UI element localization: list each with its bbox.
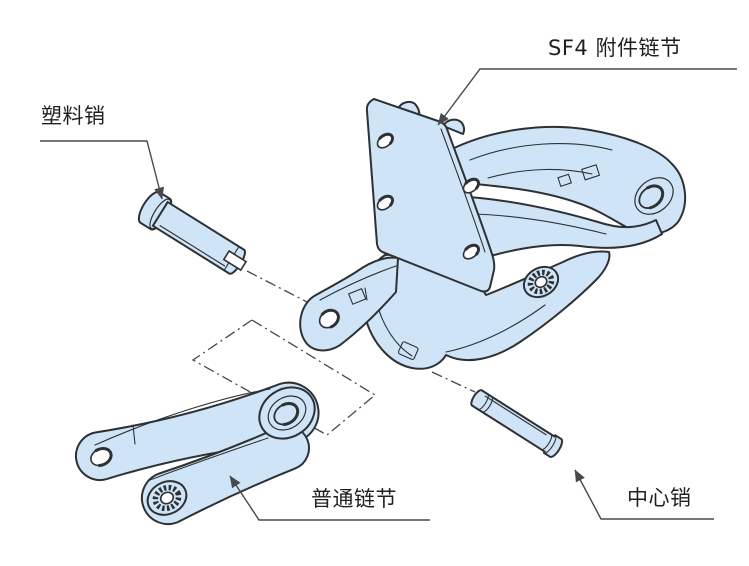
ordinary-link-bushing [146, 480, 188, 516]
arm-contour [469, 143, 613, 161]
pin-end-step [543, 434, 557, 454]
plate-hole-arc [461, 177, 481, 195]
link-notch [397, 341, 419, 360]
left-hole-shadow-arc [89, 446, 113, 468]
link-position-outline [191, 319, 377, 436]
pin-body [470, 389, 564, 458]
ordinary-link-leader-line [229, 475, 430, 521]
left-arm-shadow-arc [318, 308, 340, 330]
plastic-pin-part [137, 190, 248, 275]
plastic-pin-axis-line [246, 270, 310, 304]
bushing-hole [534, 275, 548, 289]
plate-holes [375, 132, 481, 261]
arm-contour [319, 265, 397, 301]
callout-sf4-attachment-link: SF4 附件链节 [548, 36, 682, 60]
eye-shadow-arc [272, 402, 300, 426]
plate-contour [94, 388, 271, 446]
bushing-knurl-teeth [152, 484, 182, 512]
plate-tick [132, 424, 136, 445]
center-pin-part [470, 389, 564, 458]
sf4-leader-line [437, 68, 737, 126]
callout-ordinary-link: 普通链节 [311, 487, 397, 511]
eye-ring [267, 395, 307, 431]
ordinary-link-right-eye [258, 386, 316, 440]
callout-leaders [40, 68, 737, 521]
plate-hole-arc [461, 243, 481, 261]
bushing-hole [159, 491, 175, 505]
arm-notch [557, 173, 572, 187]
right-eye [634, 177, 674, 215]
front-plate-contour [149, 437, 269, 481]
callout-center-pin: 中心销 [627, 486, 692, 510]
attachment-plate [365, 98, 496, 293]
pin-tip-prong-lines [223, 246, 240, 271]
link-contour [445, 304, 546, 353]
assembly-centerlines [191, 270, 476, 436]
eye-ring [634, 177, 674, 215]
center-pin-axis-line [431, 371, 476, 393]
arm-contour [469, 213, 607, 235]
arm-notch [347, 288, 367, 305]
arm-contour [487, 168, 593, 179]
bushing-knurl-teeth [527, 269, 555, 295]
callout-plastic-pin: 塑料销 [41, 104, 106, 128]
ordinary-chain-link [74, 381, 320, 525]
eye-shadow-arc [637, 184, 665, 210]
assembly-bushing [522, 265, 560, 299]
sf4-attachment-link-assembly [299, 98, 687, 370]
center-pin-leader-line [574, 469, 714, 520]
right-outer-link-plate [449, 125, 687, 236]
pin-groove-left [477, 393, 494, 413]
arm-notch [581, 164, 601, 181]
plate-hole-arc [375, 132, 395, 150]
plastic-pin-leader-line [40, 140, 165, 200]
pin-contour [484, 395, 547, 436]
right-inner-link-plate [451, 195, 663, 267]
plate-hole-arc [375, 194, 395, 212]
arm-tick [364, 287, 368, 301]
pin-contour [159, 225, 226, 267]
pin-tip-slot [222, 249, 248, 272]
pin-groove-right [540, 433, 553, 451]
